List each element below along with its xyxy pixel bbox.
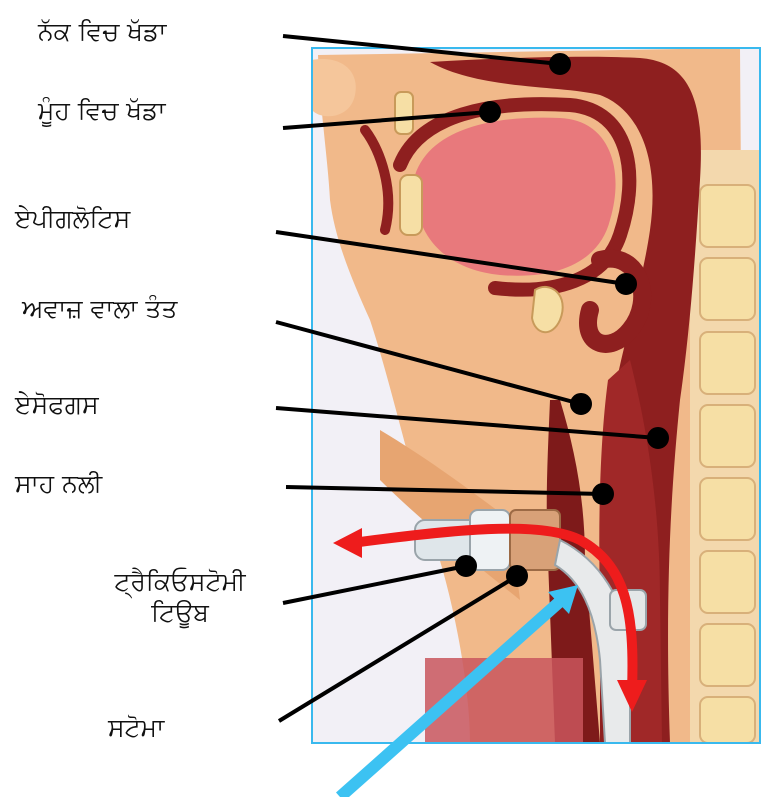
label-tracheostomy-tube-line1: ਟ੍ਰੈਕਿਓਸਟੋਮੀ: [80, 566, 280, 597]
oral-cavity-fill: [415, 118, 616, 276]
label-trachea: ਸਾਹ ਨਲੀ: [15, 468, 102, 499]
label-tracheostomy-tube-line2: ਟਿਊਬ: [80, 597, 280, 628]
label-epiglottis: ਏਪੀਗਲੋਟਿਸ: [15, 203, 130, 234]
label-tracheostomy-tube: ਟ੍ਰੈਕਿਓਸਟੋਮੀ ਟਿਊਬ: [80, 566, 280, 629]
label-oral-cavity: ਮੂੰਹ ਵਿਚ ਖੱਡਾ: [38, 95, 166, 126]
vertebrae: [700, 185, 755, 743]
anatomy-illustration: [312, 48, 760, 743]
label-nasal-cavity: ਨੱਕ ਵਿਚ ਖੱਡਾ: [38, 16, 166, 47]
label-esophagus: ਏਸੋਫਗਸ: [15, 389, 99, 420]
label-stoma: ਸਟੋਮਾ: [108, 712, 164, 743]
label-vocal-cords: ਅਵਾਜ਼ ਵਾਲਾ ਤੰਤ: [22, 293, 177, 324]
